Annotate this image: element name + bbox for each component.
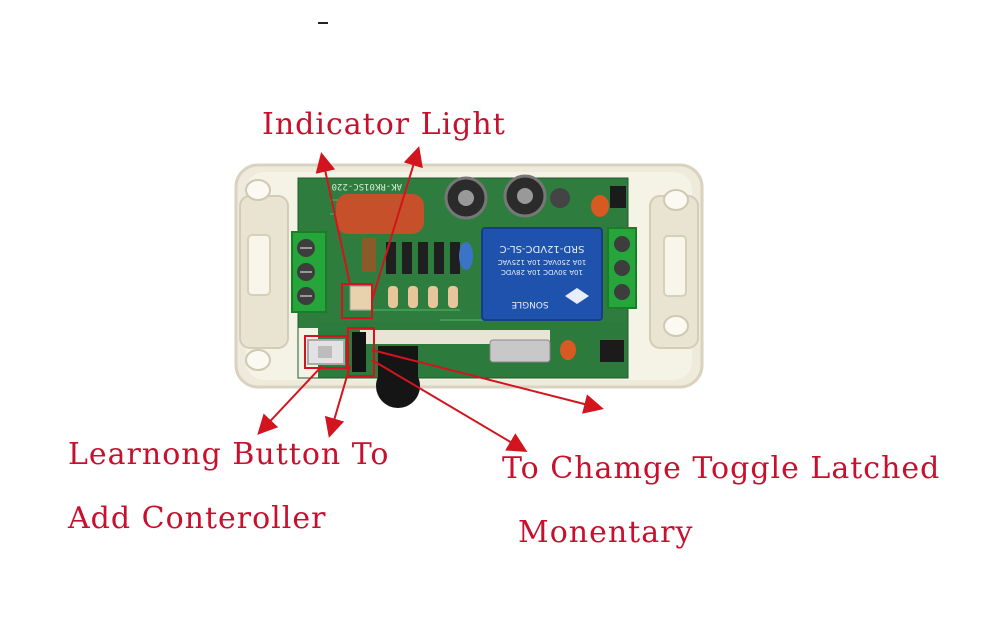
- arrow-learn-2: [324, 365, 351, 438]
- relay-rating-2: 10A 30VDC 10A 28VDC: [501, 268, 583, 276]
- learn-button: [307, 339, 345, 365]
- arrow-learn-1: [257, 365, 323, 435]
- electrolytic-capacitors: [444, 174, 626, 220]
- label-indicator-light: Indicator Light: [262, 107, 506, 142]
- stray-mark: [318, 22, 328, 24]
- film-capacitor: [336, 194, 424, 234]
- relay-brand: SONGLE: [511, 299, 549, 309]
- annotation-boxes: [304, 283, 375, 377]
- ceramic-cap: [560, 340, 576, 360]
- relay-rating-1: 10A 250VAC 10A 125VAC: [498, 258, 587, 266]
- arrow-toggle-2: [371, 359, 528, 453]
- label-toggle-line1: To Chamge Toggle Latched: [502, 451, 941, 486]
- annotation-arrows: [257, 146, 604, 453]
- transistor: [600, 340, 624, 362]
- arrow-indicator-1: [315, 152, 351, 285]
- relay-model-text: SRD-12VDC-SL-C: [500, 243, 585, 254]
- terminal-block-left: [291, 231, 327, 313]
- diode-row: [362, 238, 473, 274]
- label-learn-line2: Add Conteroller: [68, 501, 327, 536]
- pcb-silkscreen: AK-RK01SC-220: [332, 181, 402, 191]
- crystal: [489, 339, 551, 363]
- arrow-toggle-1: [371, 349, 604, 414]
- label-learn-line1: Learnong Button To: [68, 437, 390, 472]
- terminal-block-right: [607, 227, 637, 309]
- resistors: [349, 285, 458, 311]
- label-toggle-line2: Monentary: [518, 515, 694, 550]
- relay: SRD-12VDC-SL-C 10A 250VAC 10A 125VAC 10A…: [481, 227, 603, 321]
- mode-jumper: [352, 332, 366, 372]
- arrow-indicator-2: [371, 146, 423, 301]
